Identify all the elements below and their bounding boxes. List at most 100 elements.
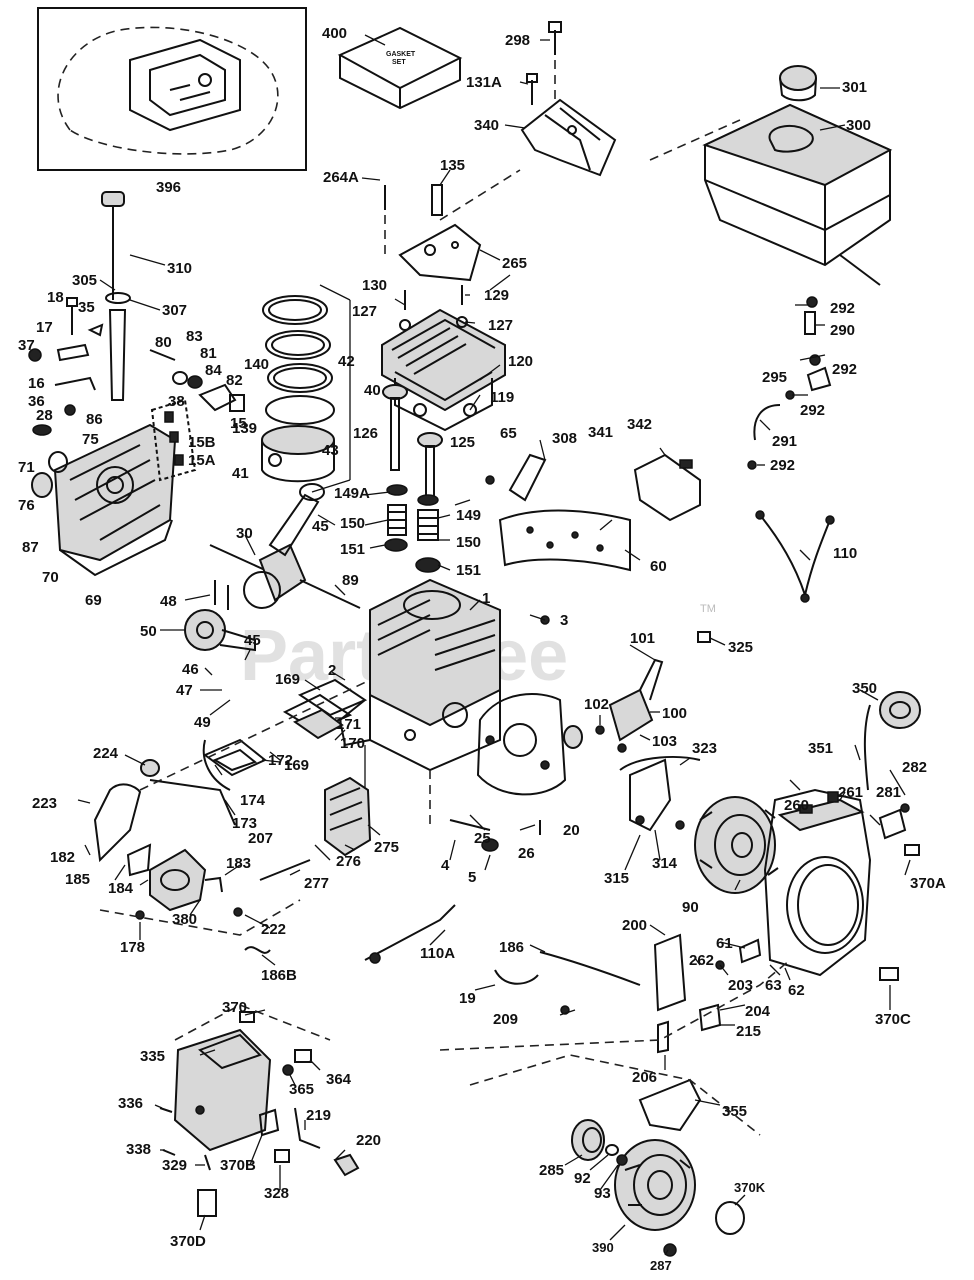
callout-90: 90 bbox=[682, 899, 699, 916]
callout-70: 70 bbox=[42, 569, 59, 586]
callout-49: 49 bbox=[194, 714, 211, 731]
callout-172: 172 bbox=[268, 752, 293, 769]
callout-86: 86 bbox=[86, 411, 103, 428]
callout-301: 301 bbox=[842, 79, 867, 96]
callout-207: 207 bbox=[248, 830, 273, 847]
callout-20: 20 bbox=[563, 822, 580, 839]
callout-370: 370 bbox=[222, 999, 247, 1016]
callout-37: 37 bbox=[18, 337, 35, 354]
callout-89: 89 bbox=[342, 572, 359, 589]
callout-285: 285 bbox=[539, 1162, 564, 1179]
callout-262: 262 bbox=[689, 952, 714, 969]
air-filter-275 bbox=[324, 776, 372, 857]
callout-3: 3 bbox=[560, 612, 568, 629]
callout-341: 341 bbox=[588, 424, 613, 441]
carburetor-380 bbox=[135, 848, 311, 920]
callout-209: 209 bbox=[493, 1011, 518, 1028]
callout-84: 84 bbox=[205, 362, 222, 379]
callout-69: 69 bbox=[85, 592, 102, 609]
callout-215: 215 bbox=[736, 1023, 761, 1040]
callout-323: 323 bbox=[692, 740, 717, 757]
callout-75: 75 bbox=[82, 431, 99, 448]
part-325 bbox=[697, 631, 711, 643]
bracket-341 bbox=[633, 453, 701, 522]
callout-50: 50 bbox=[140, 623, 157, 640]
callout-30: 30 bbox=[236, 525, 253, 542]
callout-186: 186 bbox=[499, 939, 524, 956]
callout-19: 19 bbox=[459, 990, 476, 1007]
callout-277: 277 bbox=[304, 875, 329, 892]
callout-186B: 186B bbox=[261, 967, 297, 984]
callout-151a: 151 bbox=[340, 541, 365, 558]
callout-61: 61 bbox=[716, 935, 733, 952]
callout-149A: 149A bbox=[334, 485, 370, 502]
callout-328: 328 bbox=[264, 1185, 289, 1202]
callout-287: 287 bbox=[650, 1258, 672, 1273]
callout-264A: 264A bbox=[323, 169, 359, 186]
callout-400: 400 bbox=[322, 25, 347, 42]
recoil-starter-390 bbox=[614, 1139, 696, 1231]
callout-173: 173 bbox=[232, 815, 257, 832]
callout-295: 295 bbox=[762, 369, 787, 386]
callout-82: 82 bbox=[226, 372, 243, 389]
callout-260: 260 bbox=[784, 797, 809, 814]
callout-41: 41 bbox=[232, 465, 249, 482]
control-bracket-200 bbox=[494, 933, 762, 1054]
callout-110: 110 bbox=[833, 545, 857, 562]
piston-41 bbox=[261, 425, 335, 483]
callout-364: 364 bbox=[326, 1071, 352, 1088]
bolts-15 bbox=[150, 398, 197, 482]
baffle-60 bbox=[498, 509, 631, 572]
callout-102: 102 bbox=[584, 696, 609, 713]
link-207 bbox=[149, 779, 236, 826]
callout-281: 281 bbox=[876, 784, 901, 801]
callout-125: 125 bbox=[450, 434, 475, 451]
decal-370D bbox=[197, 1189, 217, 1217]
wire-harness-110 bbox=[759, 514, 831, 596]
callout-127a: 127 bbox=[352, 303, 377, 320]
callout-65: 65 bbox=[500, 425, 517, 442]
fuel-tank-300 bbox=[702, 65, 893, 286]
valve-126 bbox=[382, 384, 408, 471]
callout-42: 42 bbox=[338, 353, 355, 370]
callout-92: 92 bbox=[574, 1170, 591, 1187]
callout-140: 140 bbox=[244, 356, 269, 373]
callout-119: 119 bbox=[490, 389, 514, 406]
callout-370D: 370D bbox=[170, 1233, 206, 1250]
decal-370A bbox=[904, 844, 920, 856]
callout-365: 365 bbox=[289, 1081, 314, 1098]
callout-370A: 370A bbox=[910, 875, 946, 892]
callout-314: 314 bbox=[652, 855, 678, 872]
callout-15: 15 bbox=[230, 415, 247, 432]
callout-103: 103 bbox=[652, 733, 677, 750]
callout-292a: 292 bbox=[830, 300, 855, 317]
callout-310: 310 bbox=[167, 260, 192, 277]
callout-28: 28 bbox=[36, 407, 53, 424]
callout-126: 126 bbox=[353, 425, 378, 442]
blower-housing-260 bbox=[763, 788, 872, 977]
callout-292b: 292 bbox=[832, 361, 857, 378]
callout-100: 100 bbox=[662, 705, 687, 722]
callout-149: 149 bbox=[456, 507, 481, 524]
callout-40: 40 bbox=[364, 382, 381, 399]
callout-87: 87 bbox=[22, 539, 39, 556]
callout-46: 46 bbox=[182, 661, 199, 678]
callout-45b: 45 bbox=[244, 632, 261, 649]
callout-370K: 370K bbox=[734, 1180, 766, 1195]
recoil-parts-350 bbox=[827, 691, 921, 840]
callout-292d: 292 bbox=[770, 457, 795, 474]
callout-351: 351 bbox=[808, 740, 833, 757]
callout-35: 35 bbox=[78, 299, 95, 316]
callout-18: 18 bbox=[47, 289, 64, 306]
governor-gear-parts bbox=[149, 349, 245, 412]
governor-control-315 bbox=[619, 756, 701, 832]
flywheel-90 bbox=[694, 796, 779, 894]
callout-81: 81 bbox=[200, 345, 217, 362]
callout-76: 76 bbox=[18, 497, 35, 514]
callout-150a: 150 bbox=[340, 515, 365, 532]
decal-370C bbox=[879, 967, 899, 981]
callout-62: 62 bbox=[788, 982, 805, 999]
washer-92 bbox=[605, 1144, 619, 1156]
callout-47: 47 bbox=[176, 682, 193, 699]
callout-127b: 127 bbox=[488, 317, 513, 334]
